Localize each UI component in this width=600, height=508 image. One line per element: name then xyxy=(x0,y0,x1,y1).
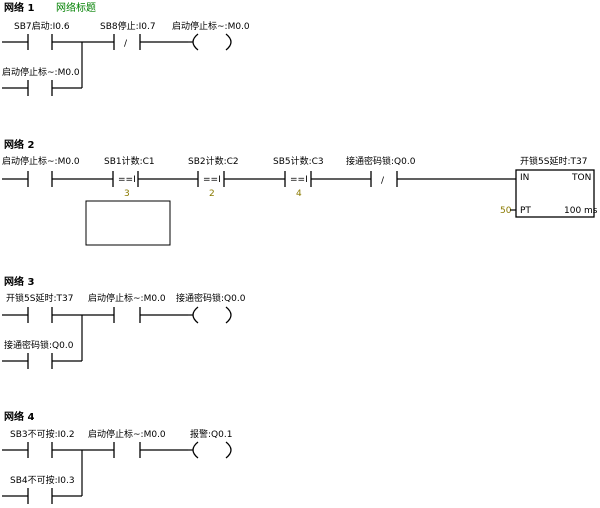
contact-label: 启动停止标~:M0.0 xyxy=(88,292,166,304)
contact-q00-nc[interactable]: 接通密码锁:Q0.0 / xyxy=(346,155,416,187)
contact-label: 接通密码锁:Q0.0 xyxy=(346,155,416,167)
coil-label: 启动停止标~:M0.0 xyxy=(172,20,250,32)
timer-label: 开锁5S延时:T37 xyxy=(520,155,587,167)
network-4-title: 网络 4 xyxy=(4,410,34,423)
contact-symbol: / xyxy=(381,176,385,186)
contact-label: SB1计数:C1 xyxy=(104,155,155,167)
contact-label: SB7启动:I0.6 xyxy=(14,20,70,32)
contact-label: 启动停止标~:M0.0 xyxy=(2,155,80,167)
contact-t37[interactable]: 开锁5S延时:T37 xyxy=(2,292,73,323)
coil-right-paren xyxy=(225,33,232,51)
timer-t37[interactable]: 开锁5S延时:T37 IN TON 50 PT 100 ms xyxy=(500,155,598,218)
contact-m00[interactable]: 启动停止标~:M0.0 xyxy=(2,155,80,187)
compare-c3[interactable]: SB5计数:C3 ==I 4 xyxy=(273,155,324,199)
coil-q00[interactable]: 接通密码锁:Q0.0 xyxy=(176,292,246,324)
contact-m00-latch[interactable]: 启动停止标~:M0.0 xyxy=(2,42,83,96)
contact-label: SB3不可按:I0.2 xyxy=(10,428,75,440)
contact-sb8-stop[interactable]: SB8停止:I0.7 / xyxy=(90,20,156,50)
network-1-title: 网络 1 xyxy=(4,1,34,14)
network-2: 网络 2 启动停止标~:M0.0 SB1计数:C1 ==I 3 SB2计数:C2… xyxy=(2,138,598,246)
contact-label: 启动停止标~:M0.0 xyxy=(2,66,80,78)
timer-base: 100 ms xyxy=(564,206,598,216)
network-3-title: 网络 3 xyxy=(4,275,34,288)
contact-label: 开锁5S延时:T37 xyxy=(6,292,73,304)
empty-box[interactable] xyxy=(85,200,171,246)
contact-symbol: ==I xyxy=(118,175,136,185)
coil-left-paren xyxy=(192,33,199,51)
timer-pt: PT xyxy=(520,206,531,216)
contact-m00[interactable]: 启动停止标~:M0.0 xyxy=(88,292,166,323)
compare-value: 2 xyxy=(209,189,215,199)
compare-c2[interactable]: SB2计数:C2 ==I 2 xyxy=(188,155,239,199)
contact-label: SB2计数:C2 xyxy=(188,155,239,167)
timer-box xyxy=(515,169,595,218)
network-3: 网络 3 开锁5S延时:T37 启动停止标~:M0.0 接通密码锁:Q0.0 接… xyxy=(2,275,246,369)
network-1-comment: 网络标题 xyxy=(56,1,96,14)
coil-label: 报警:Q0.1 xyxy=(190,428,232,440)
timer-in: IN xyxy=(520,173,529,183)
compare-value: 4 xyxy=(296,189,302,199)
coil-q01[interactable]: 报警:Q0.1 xyxy=(188,428,232,459)
contact-label: SB5计数:C3 xyxy=(273,155,324,167)
contact-sb3[interactable]: SB3不可按:I0.2 xyxy=(2,428,75,458)
contact-symbol: ==I xyxy=(203,175,221,185)
coil-m00[interactable]: 启动停止标~:M0.0 xyxy=(172,20,250,51)
contact-m00[interactable]: 启动停止标~:M0.0 xyxy=(88,428,166,458)
timer-type: TON xyxy=(571,173,591,183)
timer-pt-value: 50 xyxy=(500,206,512,216)
compare-c1[interactable]: SB1计数:C1 ==I 3 xyxy=(104,155,155,199)
contact-sb4[interactable]: SB4不可按:I0.3 xyxy=(2,450,83,504)
coil-label: 接通密码锁:Q0.0 xyxy=(176,292,246,304)
contact-q00-latch[interactable]: 接通密码锁:Q0.0 xyxy=(2,315,83,369)
network-2-title: 网络 2 xyxy=(4,138,34,151)
compare-value: 3 xyxy=(124,189,130,199)
contact-symbol: ==I xyxy=(290,175,308,185)
contact-sb7-start[interactable]: SB7启动:I0.6 xyxy=(2,20,70,50)
network-1: 网络 1 网络标题 SB7启动:I0.6 SB8停止:I0.7 / 启动停止标~… xyxy=(2,1,250,96)
network-4: 网络 4 SB3不可按:I0.2 启动停止标~:M0.0 报警:Q0.1 SB4… xyxy=(2,410,232,504)
contact-label: SB8停止:I0.7 xyxy=(100,20,156,32)
contact-label: SB4不可按:I0.3 xyxy=(10,474,75,486)
contact-label: 接通密码锁:Q0.0 xyxy=(4,339,74,351)
contact-symbol: / xyxy=(124,39,128,49)
contact-label: 启动停止标~:M0.0 xyxy=(88,428,166,440)
